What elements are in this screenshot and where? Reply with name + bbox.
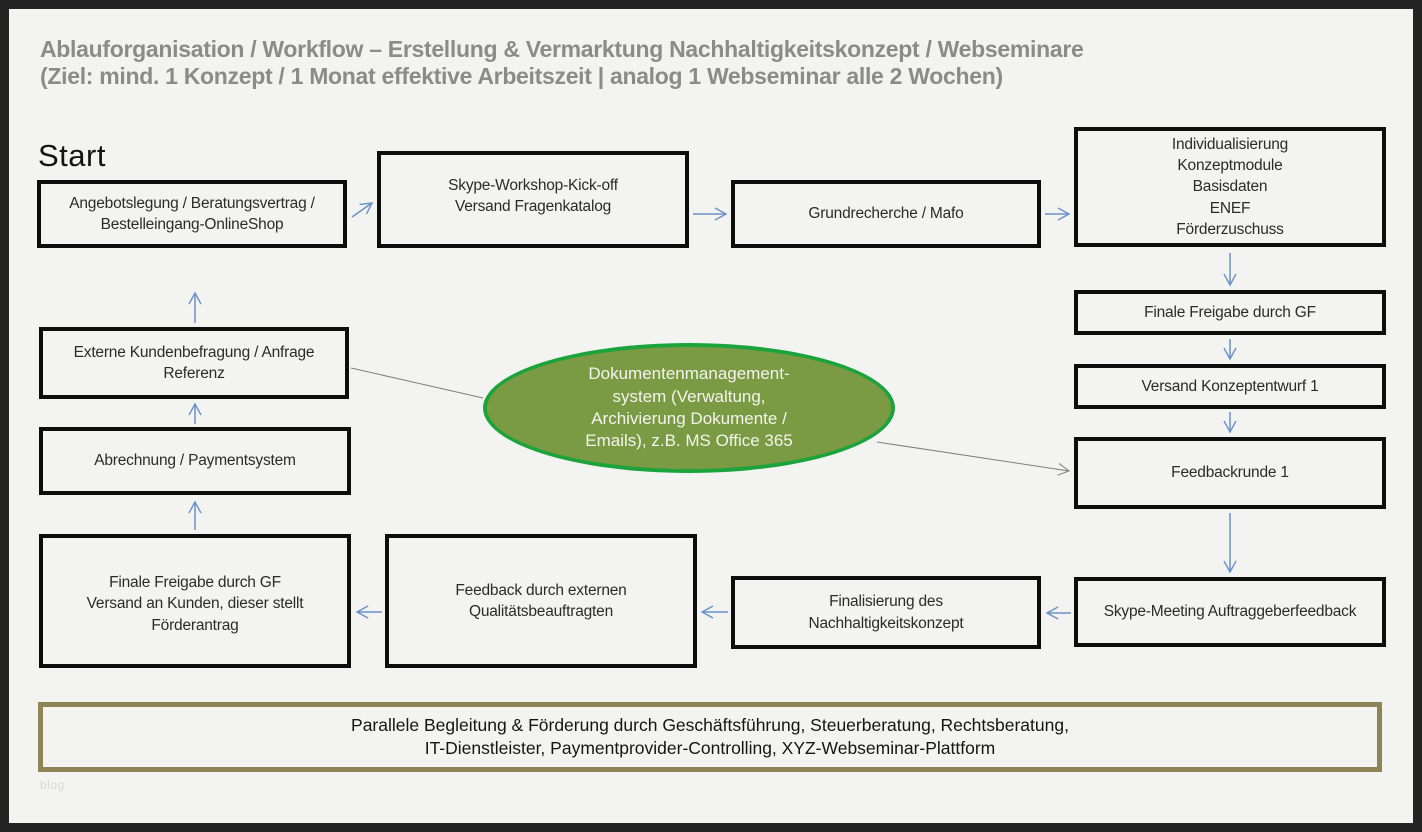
node-skype-meeting-feedback: Skype-Meeting Auftraggeberfeedback bbox=[1074, 577, 1386, 647]
node-feedbackrunde-1: Feedbackrunde 1 bbox=[1074, 437, 1386, 509]
node-finale-freigabe-gf: Finale Freigabe durch GF bbox=[1074, 290, 1386, 335]
start-label: Start bbox=[38, 138, 106, 173]
node-finalisierung: Finalisierung des Nachhaltigkeitskonzept bbox=[731, 576, 1041, 649]
node-dokumentenmanagement-ellipse: Dokumentenmanagement- system (Verwaltung… bbox=[483, 343, 895, 473]
node-finalisierung-label: Finalisierung des Nachhaltigkeitskonzept bbox=[808, 593, 964, 632]
node-skype-kickoff: Skype-Workshop-Kick-off Versand Fragenka… bbox=[377, 151, 689, 248]
title-line-2: (Ziel: mind. 1 Konzept / 1 Monat effekti… bbox=[40, 63, 1003, 89]
node-abrechnung-label: Abrechnung / Paymentsystem bbox=[94, 452, 296, 470]
node-feedback-extern: Feedback durch externen Qualitätsbeauftr… bbox=[385, 534, 697, 668]
node-finale-freigabe-kunde-label: Finale Freigabe durch GF Versand an Kund… bbox=[86, 574, 304, 634]
node-individualisierung: Individualisierung Konzeptmodule Basisda… bbox=[1074, 127, 1386, 247]
node-dokumentenmanagement-label: Dokumentenmanagement- system (Verwaltung… bbox=[585, 364, 793, 451]
node-grundrecherche: Grundrecherche / Mafo bbox=[731, 180, 1041, 248]
node-feedback-extern-label: Feedback durch externen Qualitätsbeauftr… bbox=[455, 581, 627, 620]
node-finale-freigabe-gf-label: Finale Freigabe durch GF bbox=[1144, 303, 1316, 321]
node-versand-konzeptentwurf-label: Versand Konzeptentwurf 1 bbox=[1141, 377, 1319, 395]
node-feedbackrunde-1-label: Feedbackrunde 1 bbox=[1171, 464, 1289, 482]
node-skype-kickoff-label: Skype-Workshop-Kick-off Versand Fragenka… bbox=[448, 177, 618, 216]
node-finale-freigabe-kunde: Finale Freigabe durch GF Versand an Kund… bbox=[39, 534, 351, 668]
diagram-title: Ablauforganisation / Workflow – Erstellu… bbox=[40, 36, 1240, 90]
node-individualisierung-label: Individualisierung Konzeptmodule Basisda… bbox=[1171, 135, 1289, 239]
node-versand-konzeptentwurf: Versand Konzeptentwurf 1 bbox=[1074, 364, 1386, 409]
banner-label: Parallele Begleitung & Förderung durch G… bbox=[351, 715, 1069, 758]
node-angebotslegung: Angebotslegung / Beratungsvertrag / Best… bbox=[37, 180, 347, 248]
node-externe-kundenbefragung-label: Externe Kundenbefragung / Anfrage Refere… bbox=[73, 343, 315, 382]
node-skype-meeting-feedback-label: Skype-Meeting Auftraggeberfeedback bbox=[1103, 603, 1357, 621]
node-abrechnung: Abrechnung / Paymentsystem bbox=[39, 427, 351, 495]
node-grundrecherche-label: Grundrecherche / Mafo bbox=[808, 205, 964, 223]
node-angebotslegung-label: Angebotslegung / Beratungsvertrag / Best… bbox=[69, 194, 315, 233]
banner-parallele-begleitung: Parallele Begleitung & Förderung durch G… bbox=[38, 702, 1382, 772]
node-externe-kundenbefragung: Externe Kundenbefragung / Anfrage Refere… bbox=[39, 327, 349, 399]
watermark-blog: blog bbox=[40, 778, 65, 792]
title-line-1: Ablauforganisation / Workflow – Erstellu… bbox=[40, 36, 1084, 62]
